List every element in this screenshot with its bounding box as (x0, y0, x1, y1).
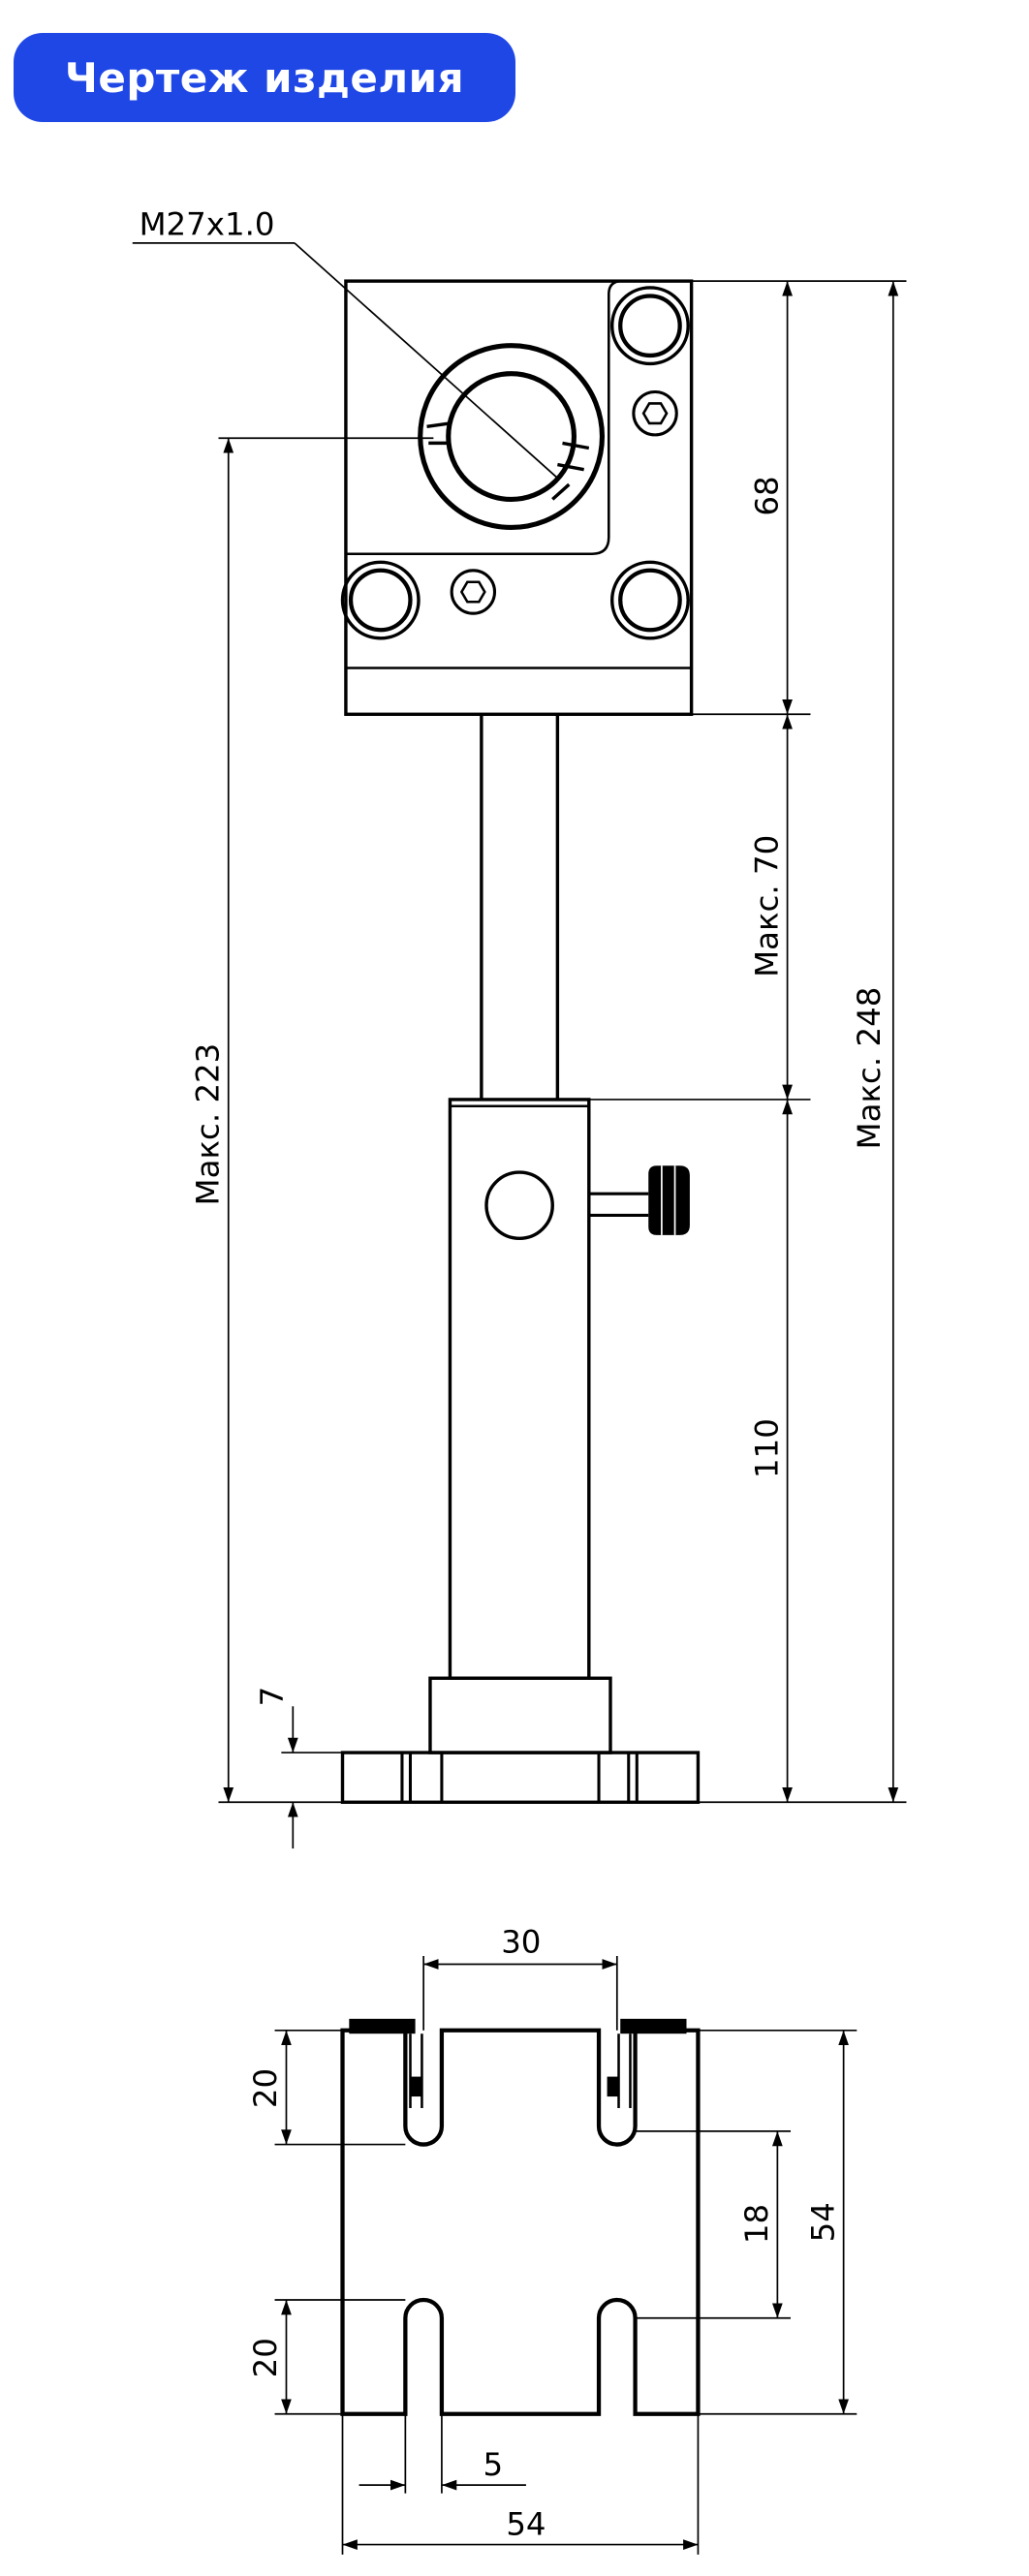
dim-20-bottom: 20 (247, 2299, 292, 2414)
dim-248-label: Макс. 248 (851, 987, 888, 1150)
dim-20-bottom-label: 20 (247, 2338, 284, 2377)
bore-slot-left (426, 421, 451, 446)
dim-5: 5 (359, 2446, 526, 2491)
bore-outer (418, 343, 606, 530)
title-badge: Чертеж изделия (14, 33, 515, 122)
dim-max-248: Макс. 248 (851, 281, 899, 1803)
dim-18: 18 (738, 2130, 783, 2318)
dim-54-right: 54 (804, 2030, 850, 2414)
dim-thread: М27x1.0 (132, 205, 560, 481)
top-view: 30 20 20 18 54 5 54 (247, 1924, 858, 2555)
thumb-screw-knob (588, 1165, 690, 1235)
bore-slot-right (551, 441, 590, 501)
dim-30-label: 30 (501, 1924, 541, 1961)
mount-head (340, 279, 694, 716)
dim-7: 7 (254, 1687, 298, 1849)
screw-top-right (607, 2018, 687, 2109)
holder-collar (428, 1676, 612, 1754)
bolt-bottom-left (340, 560, 421, 640)
head-pocket-outline (345, 279, 622, 556)
dim-110: 110 (748, 1099, 793, 1803)
holder-hole (484, 1170, 554, 1241)
base-outline (340, 2028, 701, 2416)
screw-top-left (349, 2018, 423, 2109)
dim-54-right-label: 54 (804, 2202, 841, 2242)
hex-screw-right (632, 389, 678, 437)
title-text: Чертеж изделия (64, 53, 465, 102)
top-view-extension-lines (274, 1955, 858, 2555)
dim-70-label: Макс. 70 (748, 835, 785, 978)
bolt-top-right (609, 286, 690, 366)
extension-lines (218, 280, 907, 1804)
dim-max-223: Макс. 223 (190, 438, 234, 1803)
bolt-bottom-right (609, 560, 690, 640)
dim-18-label: 18 (738, 2204, 775, 2244)
dim-68-label: 68 (748, 476, 785, 515)
holder-tube (448, 1098, 591, 1680)
dim-54-bottom: 54 (342, 2505, 699, 2550)
dim-223-label: Макс. 223 (190, 1043, 227, 1206)
dim-30: 30 (423, 1924, 617, 1970)
dim-68: 68 (748, 281, 793, 715)
bore-inner (446, 371, 577, 502)
dim-5-label: 5 (483, 2446, 504, 2483)
dim-20-top-label: 20 (247, 2068, 284, 2108)
base-plate (340, 1751, 701, 1804)
front-view: М27x1.0 68 Макс. 70 110 (132, 205, 907, 1849)
upper-rod (480, 714, 560, 1100)
dim-7-label: 7 (254, 1687, 291, 1707)
head-block (344, 279, 694, 716)
thread-label: М27x1.0 (140, 205, 275, 242)
dim-20-top: 20 (247, 2030, 292, 2145)
dim-110-label: 110 (748, 1418, 785, 1478)
post-holder (428, 1098, 690, 1754)
dim-max-70: Макс. 70 (748, 714, 793, 1100)
dim-54-bottom-label: 54 (506, 2505, 546, 2542)
hex-screw-center (450, 569, 497, 615)
